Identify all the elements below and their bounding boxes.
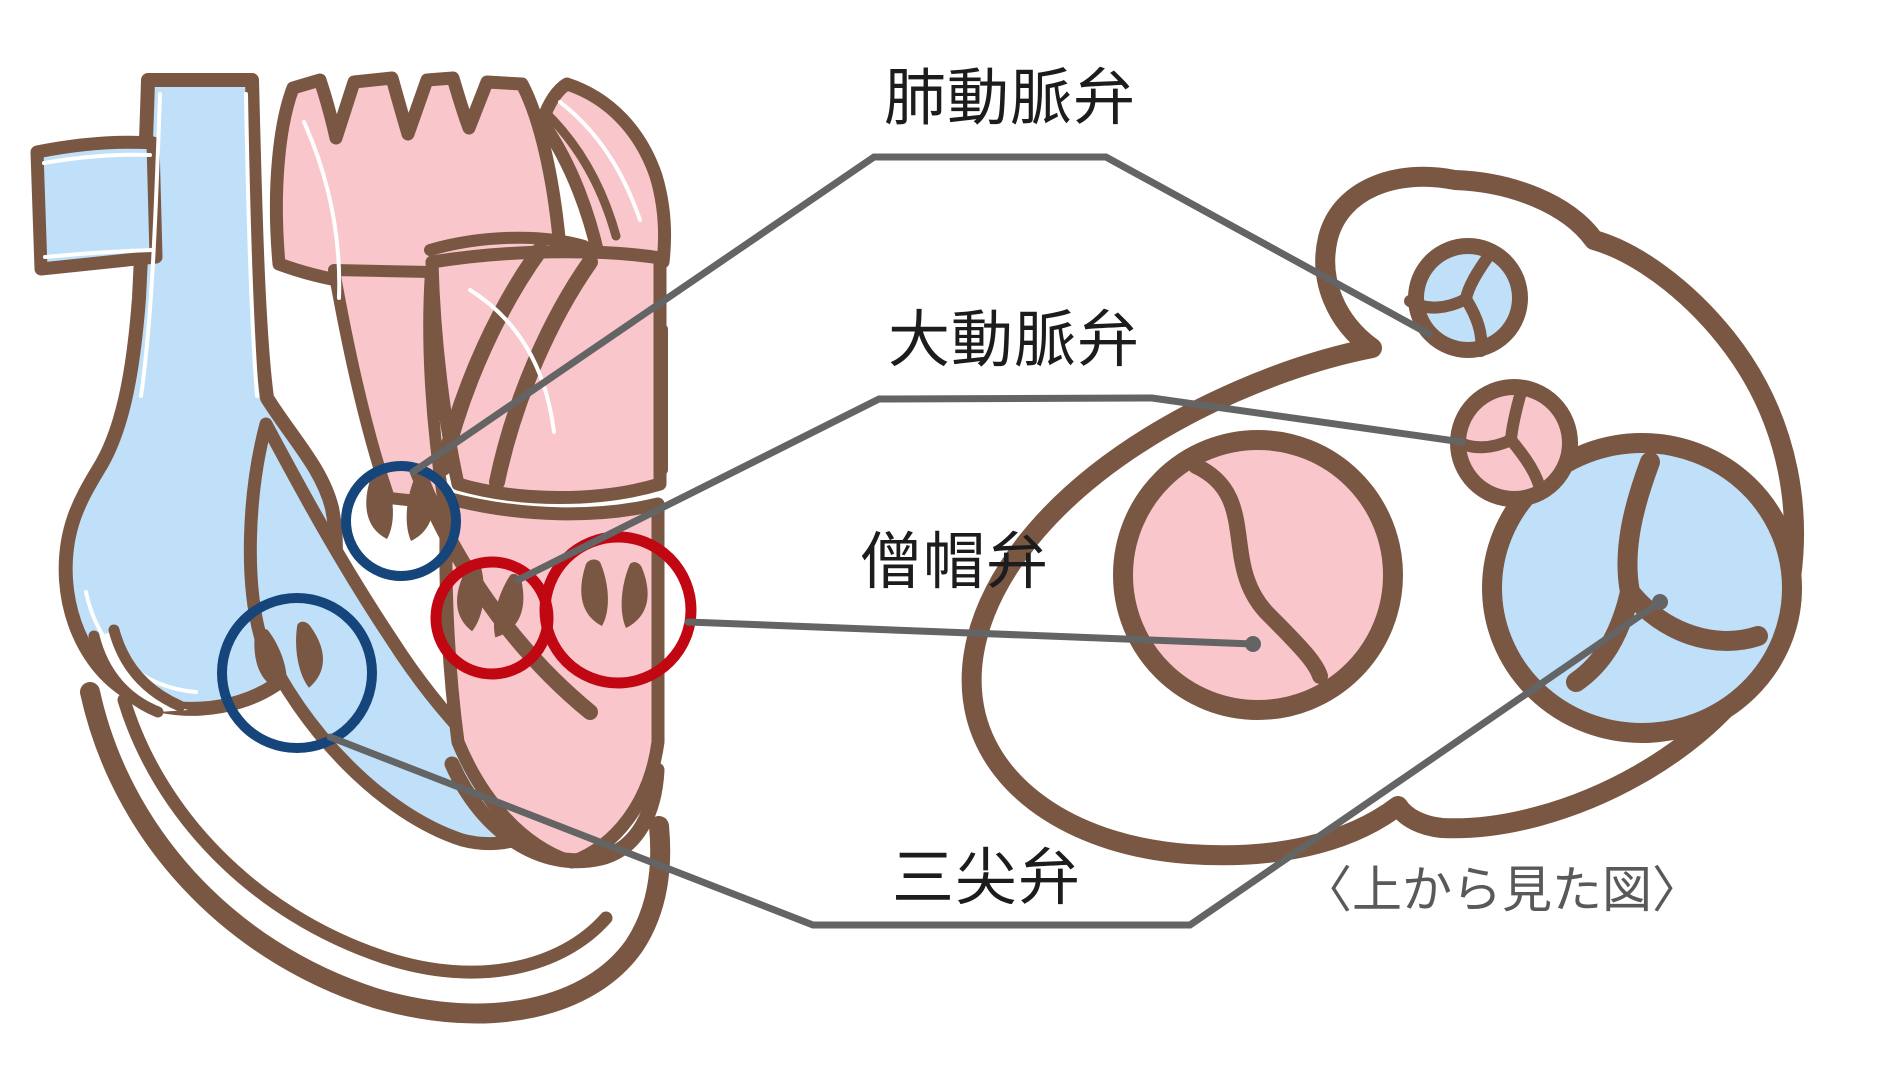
tricuspid-leader-end-dot (1652, 594, 1668, 610)
mitral-valve-top (1113, 430, 1403, 720)
left-atrium (425, 245, 667, 504)
left-ventricle-wall (444, 756, 665, 869)
pulmonary-valve-leader (409, 153, 1433, 476)
mitral-valve-leaflets (581, 559, 648, 628)
leader-lines (326, 153, 1664, 929)
aortic-valve-leaflets (457, 564, 524, 638)
tricuspid-valve-leaflets (254, 621, 323, 692)
aortic-valve-top (1450, 379, 1578, 507)
heart-cross-section-view (30, 71, 697, 1024)
tricuspid-valve-marker (217, 593, 377, 753)
caption-top-view: 〈上から見た図〉 (1302, 862, 1702, 918)
inferior-vena-cava (88, 624, 188, 718)
pulmonary-valve-marker (341, 461, 461, 581)
label-aortic-valve: 大動脈弁 (888, 306, 1141, 375)
mitral-valve-leader (684, 618, 1257, 648)
heart-outer-wall (80, 682, 671, 1024)
pulmonary-valve-top (1404, 238, 1528, 358)
pulmonary-valve-leaflets (366, 472, 433, 541)
top-view-diagram (961, 166, 1804, 866)
label-tricuspid-valve: 三尖弁 (892, 844, 1082, 913)
aortic-root-wall (435, 242, 548, 476)
aortic-root-wall-2 (489, 254, 598, 490)
tricuspid-valve-top (1482, 433, 1802, 743)
tricuspid-valve-leader (326, 598, 1664, 929)
aorta-inner-curve (540, 107, 621, 241)
mitral-leader-end-dot (1245, 636, 1261, 652)
heart-inner-wall (117, 693, 613, 979)
atrium-roof-curve (424, 231, 590, 256)
vessel-wall-highlights (42, 92, 642, 694)
branch-vessel (30, 135, 163, 276)
label-pulmonary-valve: 肺動脈弁 (884, 64, 1137, 133)
aortic-valve-leader (514, 394, 1466, 584)
label-mitral-valve: 僧帽弁 (860, 528, 1050, 597)
mitral-valve-marker (539, 531, 697, 689)
